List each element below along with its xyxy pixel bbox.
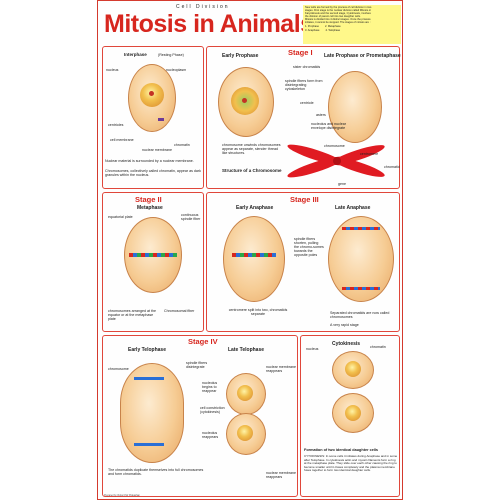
label-cyto-nucleus: nucleus <box>306 347 319 351</box>
label-centriole: centriole <box>300 101 314 105</box>
early-telophase-top <box>134 377 164 380</box>
anaphase-note-1: Separated chromatids are now called chro… <box>330 311 390 320</box>
cytokinesis-panel <box>300 335 400 497</box>
label-telophase-chromosome: chromosome <box>108 367 129 371</box>
late-telophase-bottom-nucleus <box>237 425 253 441</box>
late-anaphase-cell <box>328 216 394 302</box>
telophase-note: The chromatids duplicate themselves into… <box>108 468 204 477</box>
stage3-label: Stage III <box>290 195 319 204</box>
stage4-label: Stage IV <box>188 337 218 346</box>
centrioles-icon <box>158 118 164 121</box>
label-spindle-fibers-form: spindle fibers form from disintegrating … <box>285 79 323 92</box>
label-nucleolus-reappear: nucleolus begins to reappear <box>202 381 218 394</box>
early-anaphase-plate <box>232 253 276 257</box>
early-anaphase-title: Early Anaphase <box>236 205 274 211</box>
label-spindle-disintegrate: spindle fibers disintegrate <box>186 361 208 370</box>
anaphase-note-2: A very rapid stage <box>330 323 359 327</box>
early-telophase-bottom <box>134 443 164 446</box>
late-anaphase-top <box>342 227 380 230</box>
interphase-panel <box>102 46 204 189</box>
chart-subtitle: Cell Division <box>176 4 230 10</box>
mitosis-chart: Cell Division Mitosis in Animals New cel… <box>97 0 403 500</box>
cytokinesis-text: CYTOKINESIS: In some cells it initiates … <box>304 454 398 472</box>
label-sister-chromatids: sister chromatids <box>293 65 321 69</box>
label-chromatin: chromatin <box>174 143 190 147</box>
label-chromosomal-fiber: Chromosomal fiber <box>164 309 195 313</box>
label-nuclear-membrane: nuclear membrane <box>142 148 172 152</box>
label-centromere-split: centromere split into two, chromatids se… <box>228 308 288 317</box>
late-telophase-title: Late Telophase <box>228 347 265 353</box>
label-structure-centromere: centromere <box>360 152 379 156</box>
label-nuclear-membrane-reappears: nuclear membrane reappears <box>266 365 296 374</box>
label-cell-constriction: cell constriction (cytokinesis) <box>200 406 225 415</box>
late-telophase-top-cell <box>226 373 266 415</box>
label-structure-chromosome: chromosome <box>324 144 345 148</box>
interphase-note-1: Nuclear material is surrounded by a nucl… <box>105 159 194 163</box>
label-nucleoplasm: nucleoplasm <box>166 68 187 72</box>
late-telophase-top-nucleus <box>237 385 253 401</box>
chromosome-text: chromosome unwinds chromosomes appear as… <box>222 143 281 156</box>
interphase-cell <box>128 64 176 132</box>
late-anaphase-bottom <box>342 287 380 290</box>
label-continuous-spindle: continuous spindle fiber <box>181 213 201 222</box>
interphase-title-note: (Resting Phase) <box>158 53 184 57</box>
cytokinesis-title: Cytokinesis <box>332 341 361 347</box>
early-telophase-title: Early Telophase <box>128 347 166 353</box>
interphase-note-2: Chromosomes, collectively called chromat… <box>105 169 201 178</box>
label-nuclear-membrane-reappears-2: nuclear membrane reappears <box>266 471 296 480</box>
label-nucleus: nucleus <box>106 68 119 72</box>
label-asters: asters <box>316 113 326 117</box>
label-chromosomes-arranged: chromosomes arranged at the equator or a… <box>108 309 156 322</box>
stage2-label: Stage II <box>135 195 162 204</box>
late-prophase-cell <box>328 71 382 143</box>
label-equatorial-plate: equatorial plate <box>108 215 133 219</box>
late-prophase-title: Late Prophase or Prometaphase <box>324 53 401 59</box>
label-nucleolus-envelope: nucleolus and nuclear envelope disintegr… <box>311 122 346 131</box>
cytokinesis-bottom-cell <box>332 393 374 433</box>
label-cell-membrane: cell membrane <box>110 138 134 142</box>
stage2-panel <box>102 192 204 332</box>
label-cyto-chromatin: chromatin <box>370 345 386 349</box>
metaphase-title: Metaphase <box>137 205 163 211</box>
late-anaphase-title: Late Anaphase <box>335 205 371 211</box>
cytokinesis-top-nucleus <box>345 361 361 377</box>
chart-title: Mitosis in Animals <box>104 10 314 38</box>
early-anaphase-cell <box>223 216 285 302</box>
chromosome-structure-diagram <box>287 144 385 178</box>
label-structure-gene: gene <box>338 182 346 186</box>
label-centrioles: centrioles <box>108 123 124 127</box>
chromosome-structure-title: Structure of a Chromosome <box>222 168 282 173</box>
stage4-panel <box>102 335 298 497</box>
label-structure-chromatid: chromatid <box>384 165 400 169</box>
stage1-panel <box>206 46 400 189</box>
label-spindle-shorten: spindle fibers shorten, pulling the chro… <box>294 237 324 258</box>
intro-box: New cells are formed by the process of c… <box>303 5 401 44</box>
label-nucleolus-reappears: nucleolus reappears <box>202 431 219 440</box>
metaphase-plate <box>129 253 177 257</box>
interphase-title: Interphase <box>124 52 147 57</box>
stage3-panel <box>206 192 400 332</box>
formation-title: Formation of two identical daughter cell… <box>304 448 379 452</box>
cytokinesis-bottom-nucleus <box>345 405 361 421</box>
early-prophase-nucleolus <box>242 98 247 103</box>
interphase-nucleolus <box>149 91 154 96</box>
publisher-footer: Prepared by Vidya Chitr Prakashan <box>104 495 140 497</box>
stage1-label: Stage I <box>288 48 313 57</box>
early-prophase-title: Early Prophase <box>222 53 259 59</box>
